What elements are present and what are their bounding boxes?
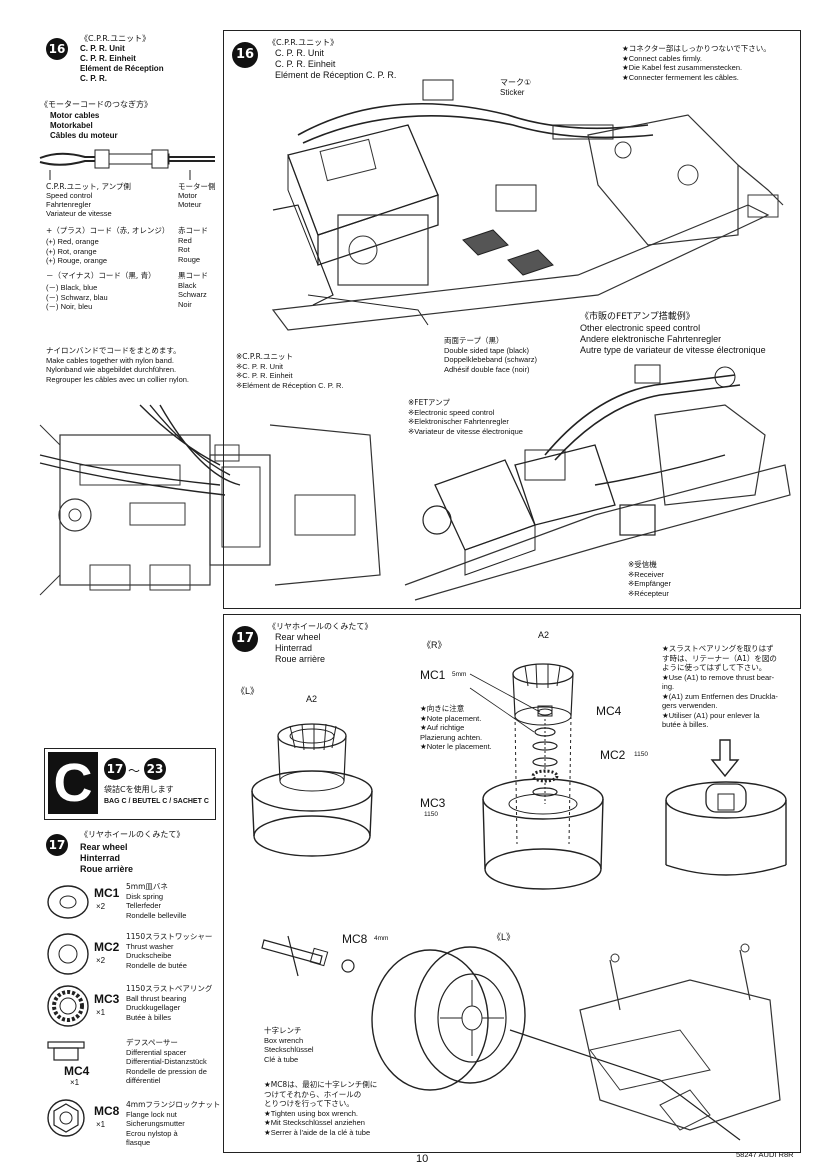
mc2-qty: ×2	[96, 956, 106, 965]
step-16-title-jp: 《C.P.R.ユニット》	[80, 34, 151, 43]
nylon-band-note: ナイロンバンドでコードをまとめます。 Make cables together …	[46, 346, 189, 384]
mc4-description: デフスペーサー Differential spacer Differential…	[126, 1038, 207, 1085]
motor-cords-title-jp: 《モーターコードのつなぎ方》	[40, 100, 152, 109]
motor-side-label: モーター側 Motor Moteur	[178, 182, 216, 209]
mc8-qty: ×1	[96, 1120, 106, 1129]
mc1-qty: ×2	[96, 902, 106, 911]
mc4-qty: ×1	[70, 1078, 80, 1087]
mc3-qty: ×1	[96, 1008, 106, 1017]
chassis-top-view-drawing	[39, 404, 381, 596]
left-wheel-mark-2: 《L》	[492, 932, 516, 942]
sticker-label: マーク① Sticker	[500, 78, 532, 97]
step-17-panel-badge: 17	[232, 626, 258, 652]
other-esc-title: 《市販のFETアンプ搭載例》 Other electronic speed co…	[580, 312, 766, 355]
step-16-panel	[223, 30, 801, 609]
red-cord-lines: 赤コード Red Rot Rouge	[178, 226, 208, 264]
mc8-flange-nut-icon	[47, 1099, 85, 1137]
bag-c-use: BAG C / BEUTEL C / SACHET C	[104, 798, 209, 805]
right-rear-wheel-exploded-drawing	[469, 663, 604, 890]
receiver-label: ※受信機 ※Receiver ※Empfänger ※Récepteur	[628, 560, 671, 598]
minus-cord-lines: (－) Black, blue (－) Schwarz, blau (－) No…	[46, 283, 108, 311]
rear-wheel-install-drawing	[371, 943, 781, 1141]
mc4-callout: MC4	[596, 704, 622, 718]
bag-c-use-jp: 袋詰Cを使用します	[104, 785, 174, 794]
mc2-thrust-washer-icon	[47, 933, 89, 975]
mc1-callout: MC1	[420, 668, 446, 682]
black-cord-lines: 黒コード Black Schwarz Noir	[178, 271, 208, 309]
mc4-code: MC4	[64, 1064, 90, 1078]
mc2-code: MC2	[94, 940, 120, 954]
mc1-disk-spring-icon	[47, 885, 89, 919]
down-arrow-icon	[710, 739, 740, 778]
mc8-size: 4mm	[374, 935, 389, 942]
page-number: 10	[416, 1153, 429, 1165]
bag-c-range-to-badge: 23	[144, 758, 166, 780]
bag-c-range-dash: ～	[128, 764, 141, 778]
step-17-title-jp: 《リヤホイールのくみたて》	[80, 830, 185, 839]
mc3-size: 1150	[424, 811, 438, 818]
a2-label-left: A2	[306, 694, 318, 704]
panel-17-title-jp: 《リヤホイールのくみたて》	[268, 622, 373, 631]
step-17-panel	[223, 614, 801, 1153]
box-wrench-drawing	[261, 935, 355, 977]
step-17-titles: Rear wheel Hinterrad Roue arrière	[80, 842, 134, 874]
plus-cord-lines: (+) Red, orange (+) Rot, orange (+) Roug…	[46, 237, 108, 265]
mc1-size: 5mm	[452, 671, 467, 678]
minus-cord-title: －（マイナス）コード（黒, 青）	[46, 271, 156, 280]
mc8-wrench-note: ★MC8は、最初に十字レンチ側に つけてそれから、ホイールの とりつけを行って下…	[264, 1080, 378, 1137]
model-code: 58247 AUDI R8R	[736, 1150, 794, 1159]
a2-label-right: A2	[538, 630, 550, 640]
left-wheel-mark: 《L》	[236, 686, 260, 696]
placement-note: ★向きに注意 ★Note placement. ★Auf richtige Pl…	[420, 704, 492, 751]
bag-c-letter: C	[48, 752, 98, 814]
retainer-removal-note: ★スラストベアリングを取りはず す時は、リテーナー（A1）を図の ように使っては…	[662, 644, 778, 729]
mc3-ball-bearing-icon	[47, 985, 89, 1027]
mc4-diff-spacer-icon	[47, 1041, 85, 1061]
bag-c-range-from-badge: 17	[104, 758, 126, 780]
box-wrench-label: 十字レンチ Box wrench Steckschlüssel Clé à tu…	[264, 1026, 314, 1064]
mc3-code: MC3	[94, 992, 120, 1006]
connect-cables-note: ★コネクター部はしっかりつないで下さい。 ★Connect cables fir…	[622, 44, 771, 82]
fet-amp-install-drawing	[404, 364, 791, 601]
motor-cords-titles: Motor cables Motorkabel Câbles du moteur	[50, 111, 118, 140]
motor-cable-connector-diagram	[39, 149, 215, 180]
mc3-description: 1150スラストベアリング Ball thrust bearing Druckk…	[126, 984, 213, 1022]
double-sided-tape-label: 両面テープ（黒） Double sided tape (black) Doppe…	[444, 336, 537, 374]
step-16-badge: 16	[46, 38, 68, 60]
left-rear-wheel-drawing	[251, 723, 373, 857]
mc2-size: 1150	[634, 751, 648, 758]
mc1-code: MC1	[94, 886, 120, 900]
bearing-removal-drawing	[665, 781, 787, 876]
cpr-unit-side-label: C.P.R.ユニット, アンプ側 Speed control Fahrtenre…	[46, 182, 131, 218]
mc8-callout: MC8	[342, 932, 368, 946]
mc3-callout: MC3	[420, 796, 446, 810]
mc2-callout: MC2	[600, 748, 626, 762]
fet-amp-label: ※FETアンプ ※Electronic speed control ※Elekt…	[408, 398, 523, 436]
step-17-badge: 17	[46, 834, 68, 856]
mc8-code: MC8	[94, 1104, 120, 1118]
step-16-titles: C. P. R. Unit C. P. R. Einheit Elément d…	[80, 44, 164, 83]
step-16-panel-badge: 16	[232, 42, 258, 68]
right-wheel-mark: 《R》	[422, 640, 447, 650]
mc8-description: 4mmフランジロックナット Flange lock nut Sicherungs…	[126, 1100, 221, 1147]
mc2-description: 1150スラストワッシャー Thrust washer Druckscheibe…	[126, 932, 213, 970]
bag-c-box	[44, 748, 216, 820]
cpr-unit-note: ※C.P.R.ユニット ※C. P. R. Unit ※C. P. R. Ein…	[236, 352, 344, 390]
panel-16-titles: C. P. R. Unit C. P. R. Einheit Elément d…	[275, 48, 397, 80]
cpr-unit-install-drawing	[271, 79, 784, 331]
panel-16-title-jp: 《C.P.R.ユニット》	[268, 38, 339, 47]
panel-17-titles: Rear wheel Hinterrad Roue arrière	[275, 632, 326, 664]
plus-cord-title: +（プラス）コード（赤, オレンジ）	[46, 226, 170, 235]
mc1-description: 5mm皿バネ Disk spring Tellerfeder Rondelle …	[126, 882, 187, 920]
